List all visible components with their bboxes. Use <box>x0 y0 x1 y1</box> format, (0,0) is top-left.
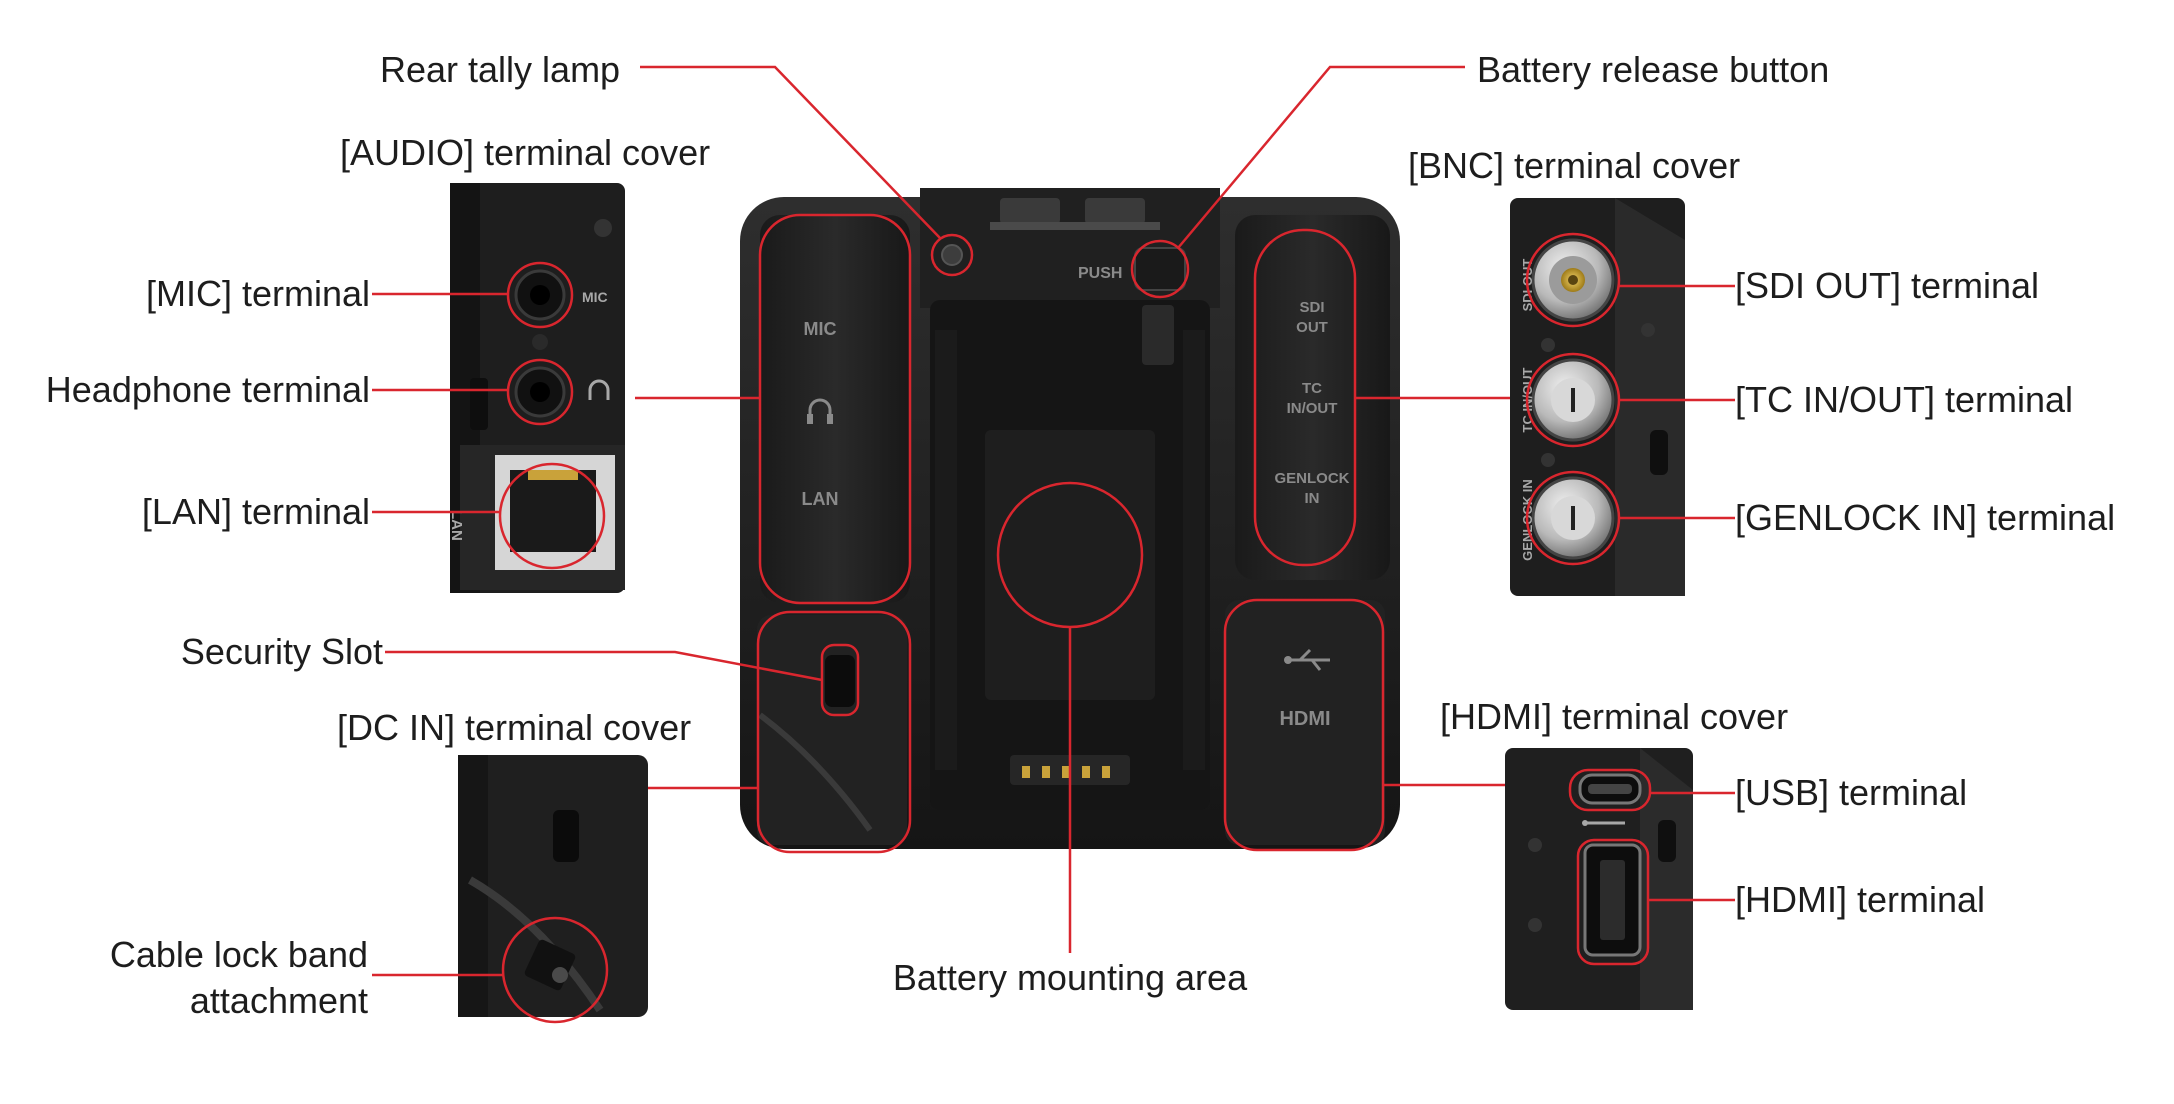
cover-genlock-marking-1: GENLOCK <box>1275 470 1350 487</box>
label-dc-in-terminal-cover: [DC IN] terminal cover <box>337 707 692 748</box>
cover-mic-marking: MIC <box>804 319 837 339</box>
label-battery-mounting-area: Battery mounting area <box>892 957 1248 998</box>
sdi-highlight <box>1525 232 1621 328</box>
headphone-highlight <box>506 358 574 426</box>
label-usb-terminal: [USB] terminal <box>1735 772 1968 813</box>
label-mic-terminal: [MIC] terminal <box>145 273 370 314</box>
cover-tc-marking-1: TC <box>1302 380 1322 397</box>
label-lan-terminal: [LAN] terminal <box>141 491 370 532</box>
camera-body: PUSH MIC LAN SDI OUT TC IN/OUT GENLOCK I… <box>740 188 1400 849</box>
label-security-slot: Security Slot <box>180 631 383 672</box>
hdmi-port-highlight <box>1576 838 1650 966</box>
usb-highlight <box>1568 768 1652 812</box>
cover-lan-marking: LAN <box>802 489 839 509</box>
panel-lan-marking: LAN <box>448 510 465 541</box>
hdmi-cover-highlight <box>1223 598 1385 852</box>
label-audio-terminal-cover: [AUDIO] terminal cover <box>340 132 711 173</box>
cover-hdmi-marking: HDMI <box>1279 708 1330 730</box>
cable-lock-highlight <box>501 916 609 1024</box>
label-genlock-in-terminal: [GENLOCK IN] terminal <box>1735 497 2116 538</box>
leader-lines <box>372 65 1735 977</box>
lan-highlight <box>498 462 606 570</box>
cover-headphone-icon <box>807 398 833 424</box>
label-cable-lock-line2: attachment <box>189 980 368 1021</box>
push-marking: PUSH <box>1078 265 1122 282</box>
cover-tc-marking-2: IN/OUT <box>1287 400 1338 417</box>
battery-contacts <box>1022 766 1110 778</box>
bnc-panel-closeup: SDI OUT TC IN/OUT GENLOCK IN <box>1510 198 1685 596</box>
release-leader <box>1177 65 1465 249</box>
tally-leader <box>640 65 941 239</box>
label-sdi-out-terminal: [SDI OUT] terminal <box>1735 265 2040 306</box>
sdi-out-bnc-connector <box>1531 238 1615 322</box>
panel-usb-icon <box>1582 820 1625 826</box>
tally-lamp-highlight <box>930 233 974 277</box>
tc-bnc-connector <box>1531 358 1615 442</box>
label-hdmi-terminal: [HDMI] terminal <box>1735 879 1986 920</box>
label-hdmi-terminal-cover: [HDMI] terminal cover <box>1440 696 1789 737</box>
genlock-bnc-connector <box>1531 476 1615 560</box>
release-button-highlight <box>1130 239 1190 299</box>
dc-cover-highlight <box>756 610 912 854</box>
cover-genlock-marking-2: IN <box>1305 490 1320 507</box>
audio-cover-highlight <box>758 213 912 605</box>
hdmi-panel-closeup <box>1505 748 1693 1010</box>
cover-sdi-marking-2: OUT <box>1296 319 1328 336</box>
cover-usb-icon <box>1284 648 1330 671</box>
audio-panel-closeup: MIC LAN <box>448 183 625 593</box>
label-battery-release-button: Battery release button <box>1477 49 1830 90</box>
label-bnc-terminal-cover: [BNC] terminal cover <box>1408 145 1741 186</box>
label-rear-tally-lamp: Rear tally lamp <box>380 49 621 90</box>
cover-sdi-marking-1: SDI <box>1299 299 1324 316</box>
label-cable-lock-band-attachment: Cable lock band attachment <box>40 932 368 1024</box>
label-headphone-terminal: Headphone terminal <box>45 369 370 410</box>
label-cable-lock-line1: Cable lock band <box>109 934 368 975</box>
panel-mic-marking: MIC <box>582 289 608 305</box>
panel-headphone-icon <box>588 379 610 400</box>
dc-in-panel-closeup <box>458 755 648 1017</box>
security-leader <box>385 650 823 682</box>
label-tc-in-out-terminal: [TC IN/OUT] terminal <box>1735 379 2074 420</box>
